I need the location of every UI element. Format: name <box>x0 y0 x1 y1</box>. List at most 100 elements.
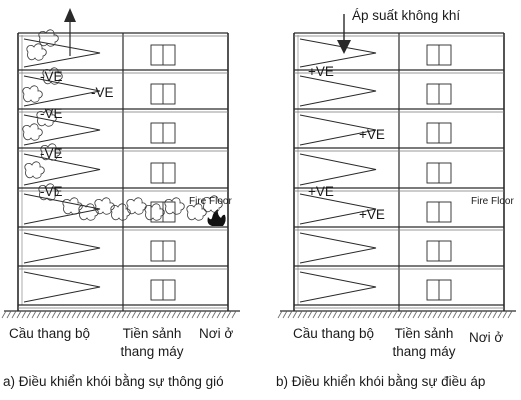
stair-label-a: Cầu thang bộ <box>9 326 91 341</box>
ground-hatch <box>367 310 373 319</box>
ground-hatch <box>412 310 418 319</box>
pressure-label-b-2: +VE <box>359 127 385 142</box>
ground-hatch <box>397 310 403 319</box>
stair-flight <box>23 232 101 264</box>
ground-hatch <box>231 310 237 319</box>
caption-a: a) Điều khiển khói bằng sự thông gió <box>3 374 224 389</box>
ground-hatch <box>221 310 227 319</box>
ground-hatch <box>287 310 293 319</box>
ground-hatch <box>477 310 483 319</box>
smoke-puff <box>110 203 131 221</box>
smoke-puff <box>22 123 43 141</box>
ground-hatch <box>176 310 182 319</box>
smoke-puff <box>78 203 99 221</box>
ground-hatch <box>151 310 157 319</box>
ground-hatch <box>357 310 363 319</box>
ground-hatch <box>312 310 318 319</box>
pressure-label-a-4: -VE <box>40 146 63 161</box>
stair-flight <box>23 114 101 146</box>
smoke-puff <box>144 203 165 221</box>
ground-hatch <box>41 310 47 319</box>
ground-hatch <box>457 310 463 319</box>
lobby-label-b-line2: thang máy <box>392 344 456 359</box>
building-a <box>1 8 240 319</box>
ground-hatch <box>447 310 453 319</box>
ground-hatch <box>377 310 383 319</box>
smoke-puff <box>126 197 147 215</box>
ground-hatch <box>352 310 358 319</box>
ground-hatch <box>136 310 142 319</box>
stair-flight <box>23 75 101 107</box>
ground-hatch <box>201 310 207 319</box>
stair-flight <box>23 271 101 303</box>
pressure-label-a-2: -VE <box>91 85 114 100</box>
ground-hatch <box>342 310 348 319</box>
fire-floor-label-b: Fire Floor <box>471 196 514 207</box>
ground-hatch <box>66 310 72 319</box>
ground-hatch <box>211 310 217 319</box>
stair-flight <box>299 271 377 303</box>
ground-hatch <box>1 310 7 319</box>
ground-hatch <box>407 310 413 319</box>
ground-hatch <box>362 310 368 319</box>
ground-hatch <box>317 310 323 319</box>
ground-hatch <box>131 310 137 319</box>
ground-hatch <box>36 310 42 319</box>
living-label-b: Nơi ở <box>469 330 504 345</box>
ground-hatch <box>422 310 428 319</box>
ground-hatch <box>277 310 283 319</box>
ground-hatch <box>101 310 107 319</box>
stair-flight <box>299 153 377 186</box>
ground-hatch <box>302 310 308 319</box>
stair-flight <box>23 193 101 225</box>
ground-hatch <box>186 310 192 319</box>
ground-hatch <box>307 310 313 319</box>
smoke-puff <box>62 197 83 215</box>
smoke-puff <box>26 43 47 61</box>
ground-hatch <box>482 310 488 319</box>
ground-hatch <box>156 310 162 319</box>
ground-hatch <box>472 310 478 319</box>
ground-hatch <box>347 310 353 319</box>
air-pressure-arrow-down-icon <box>337 40 351 54</box>
ground-hatch <box>467 310 473 319</box>
ground-hatch <box>76 310 82 319</box>
ground-hatch <box>487 310 493 319</box>
ground-hatch <box>61 310 67 319</box>
ground-hatch <box>196 310 202 319</box>
ground-hatch <box>427 310 433 319</box>
ground-hatch <box>21 310 27 319</box>
ground-hatch <box>292 310 298 319</box>
smoke-puff <box>42 67 63 85</box>
ground-hatch <box>26 310 32 319</box>
ground-hatch <box>322 310 328 319</box>
stair-flight <box>299 193 377 225</box>
ground-hatch <box>462 310 468 319</box>
ground-hatch <box>146 310 152 319</box>
ground-hatch <box>116 310 122 319</box>
pressure-label-a-3: -VE <box>40 106 63 121</box>
smoke-puff <box>22 85 43 103</box>
ground-hatch <box>417 310 423 319</box>
smoke-puff <box>164 197 185 215</box>
living-label-a: Nơi ở <box>199 326 234 341</box>
lobby-label-b-line1: Tiền sảnh <box>394 326 454 341</box>
ground-hatch <box>31 310 37 319</box>
stair-flight <box>299 75 377 107</box>
ground-hatch <box>226 310 232 319</box>
ground-hatch <box>91 310 97 319</box>
ground-hatch <box>11 310 17 319</box>
ground-hatch <box>492 310 498 319</box>
ground-hatch <box>282 310 288 319</box>
ground-hatch <box>432 310 438 319</box>
ground-hatch <box>507 310 513 319</box>
ground-hatch <box>206 310 212 319</box>
stair-flight <box>299 38 377 68</box>
ground-hatch <box>191 310 197 319</box>
smoke-puff <box>38 183 59 201</box>
pressure-label-b-3: +VE <box>308 184 334 199</box>
ground-hatch <box>126 310 132 319</box>
ground-hatch <box>86 310 92 319</box>
ground-hatch <box>181 310 187 319</box>
